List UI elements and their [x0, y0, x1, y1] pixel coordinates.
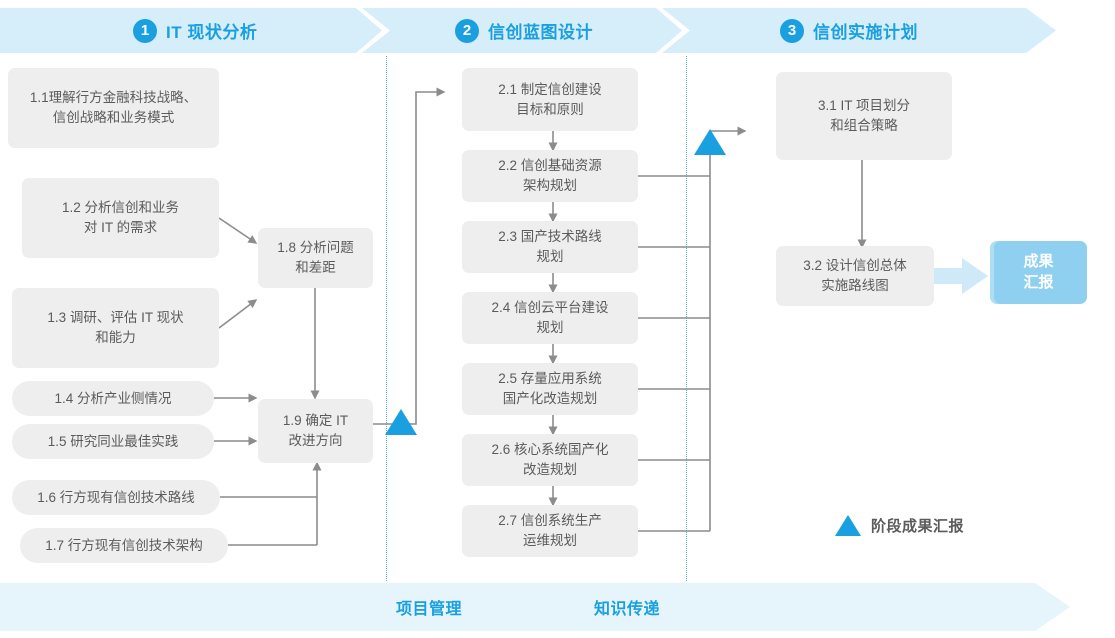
- phase-divider-1: [386, 56, 387, 581]
- task-box-2-7[interactable]: 2.7 信创系统生产 运维规划: [462, 505, 638, 557]
- phase-number-badge-3: 3: [780, 18, 804, 43]
- task-box-1-9[interactable]: 1.9 确定 IT 改进方向: [258, 399, 373, 463]
- task-box-2-5[interactable]: 2.5 存量应用系统 国产化改造规划: [462, 363, 638, 415]
- result-badge[interactable]: 成果 汇报: [990, 241, 1087, 304]
- task-box-1-2[interactable]: 1.2 分析信创和业务 对 IT 的需求: [22, 178, 219, 258]
- bottom-band-item-1[interactable]: 项目管理: [396, 601, 463, 618]
- task-box-2-4[interactable]: 2.4 信创云平台建设 规划: [462, 292, 638, 344]
- phase-band-shape: [0, 8, 1056, 53]
- task-box-2-3[interactable]: 2.3 国产技术路线 规划: [462, 221, 638, 273]
- phase-header-3[interactable]: 3 信创实施计划: [780, 8, 918, 53]
- task-box-2-6[interactable]: 2.6 核心系统国产化 改造规划: [462, 434, 638, 486]
- phase-header-1[interactable]: 1 IT 现状分析: [133, 8, 257, 53]
- legend-label: 阶段成果汇报: [871, 518, 965, 535]
- task-box-1-6[interactable]: 1.6 行方现有信创技术路线: [12, 480, 220, 515]
- phase-number-badge-1: 1: [133, 18, 157, 43]
- phase-title-3: 信创实施计划: [813, 23, 918, 42]
- bottom-band: 项目管理 知识传递: [0, 583, 1115, 631]
- task-box-1-3[interactable]: 1.3 调研、评估 IT 现状 和能力: [12, 288, 219, 368]
- task-box-1-4[interactable]: 1.4 分析产业侧情况: [12, 381, 214, 416]
- task-box-2-2[interactable]: 2.2 信创基础资源 架构规划: [462, 150, 638, 202]
- milestone-triangle-icon: [835, 515, 861, 536]
- task-box-1-1[interactable]: 1.1理解行方金融科技战略、 信创战略和业务模式: [8, 68, 219, 148]
- phase-header-2[interactable]: 2 信创蓝图设计: [455, 8, 593, 53]
- task-box-3-2[interactable]: 3.2 设计信创总体 实施路线图: [776, 246, 934, 306]
- task-box-1-7[interactable]: 1.7 行方现有信创技术架构: [20, 528, 228, 563]
- milestone-triangle-1: [385, 409, 417, 435]
- phase-divider-2: [686, 56, 687, 581]
- phase-number-badge-2: 2: [455, 18, 479, 43]
- legend: 阶段成果汇报: [835, 515, 964, 536]
- bottom-band-item-2[interactable]: 知识传递: [594, 601, 661, 618]
- phase-title-2: 信创蓝图设计: [488, 23, 593, 42]
- phase-title-1: IT 现状分析: [166, 23, 258, 42]
- result-arrow-icon: [934, 258, 988, 294]
- milestone-triangle-2: [694, 129, 726, 155]
- phase-header-band: 1 IT 现状分析 2 信创蓝图设计 3 信创实施计划: [0, 8, 1115, 53]
- task-box-1-8[interactable]: 1.8 分析问题 和差距: [258, 228, 373, 288]
- task-box-3-1[interactable]: 3.1 IT 项目划分 和组合策略: [776, 72, 952, 160]
- task-box-1-5[interactable]: 1.5 研究同业最佳实践: [12, 424, 214, 459]
- bottom-band-shape: [0, 583, 1070, 631]
- task-box-2-1[interactable]: 2.1 制定信创建设 目标和原则: [462, 68, 638, 131]
